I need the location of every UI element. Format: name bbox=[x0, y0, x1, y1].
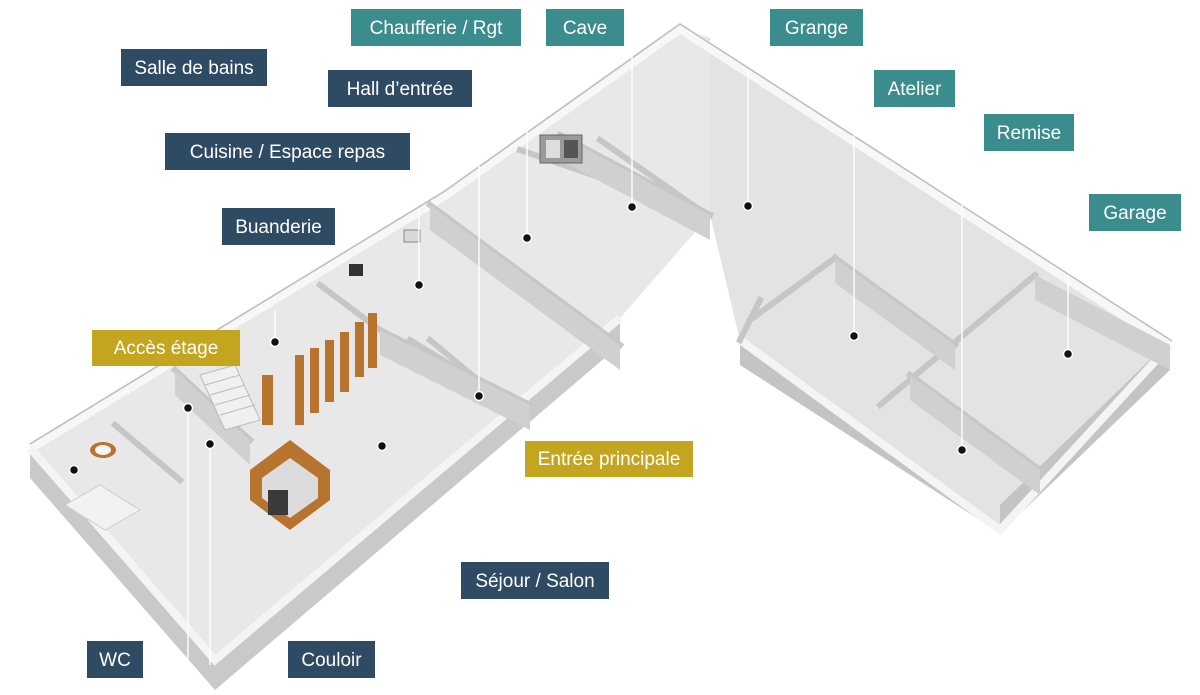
marker-cuisine bbox=[521, 232, 533, 244]
marker-hall bbox=[473, 390, 485, 402]
leader-lines bbox=[187, 45, 1069, 665]
label-acces-etage: Accès étage bbox=[92, 330, 240, 366]
marker-atelier bbox=[848, 330, 860, 342]
label-chaufferie: Chaufferie / Rgt bbox=[351, 9, 521, 46]
marker-remise bbox=[956, 444, 968, 456]
marker-sejour bbox=[376, 440, 388, 452]
label-wc: WC bbox=[87, 641, 143, 678]
marker-grange bbox=[742, 200, 754, 212]
marker-couloir bbox=[204, 438, 216, 450]
label-grange: Grange bbox=[770, 9, 863, 46]
wooden-columns bbox=[262, 313, 377, 425]
marker-wc bbox=[182, 402, 194, 414]
sink-icon bbox=[349, 229, 421, 276]
label-cuisine: Cuisine / Espace repas bbox=[165, 133, 410, 170]
label-hall-entree: Hall d’entrée bbox=[328, 70, 472, 107]
label-atelier: Atelier bbox=[874, 70, 955, 107]
wall-back-rim bbox=[27, 21, 1173, 453]
room-markers bbox=[68, 200, 1074, 476]
label-couloir: Couloir bbox=[288, 641, 375, 678]
marker-garage bbox=[1062, 348, 1074, 360]
label-entree-principale: Entrée principale bbox=[525, 441, 693, 477]
boiler-icon bbox=[539, 134, 583, 164]
label-garage: Garage bbox=[1089, 194, 1181, 231]
floor-right-wing bbox=[680, 28, 1170, 530]
wall-back-edge bbox=[29, 23, 1173, 445]
marker-salle-de-bains bbox=[68, 464, 80, 476]
staircase-icon bbox=[199, 364, 261, 431]
marker-acces-etage bbox=[269, 336, 281, 348]
label-sejour: Séjour / Salon bbox=[461, 562, 609, 599]
label-remise: Remise bbox=[984, 114, 1074, 151]
wall-right-front-rim bbox=[737, 336, 1173, 536]
marker-cave bbox=[626, 201, 638, 213]
label-buanderie: Buanderie bbox=[222, 208, 335, 245]
marker-buanderie bbox=[413, 279, 425, 291]
fireplace-icon bbox=[250, 440, 330, 530]
label-cave: Cave bbox=[546, 9, 624, 46]
label-salle-de-bains: Salle de bains bbox=[121, 49, 267, 86]
wall-depth-faces bbox=[175, 135, 1170, 495]
bathtub-icon bbox=[64, 442, 141, 531]
